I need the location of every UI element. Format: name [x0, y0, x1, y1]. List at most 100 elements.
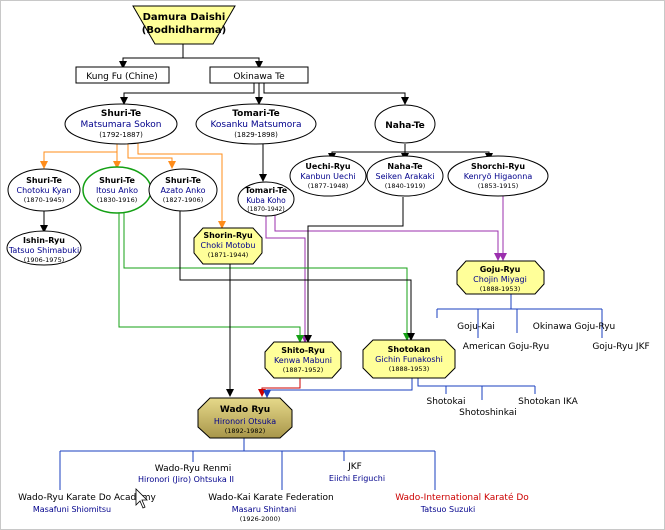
academy-name: Wado-Ryu Karate Do Academy [18, 493, 156, 503]
uechi-years: (1877-1948) [308, 182, 349, 190]
uechi-master: Kanbun Uechi [300, 172, 355, 181]
node-uechi-ryu: Uechi-Ryu Kanbun Uechi (1877-1948) [289, 155, 367, 197]
daishi-sub: (Bodhidharma) [142, 25, 226, 36]
chotoku-years: (1870-1945) [24, 196, 65, 204]
jkf-master: Eiichi Eriguchi [329, 474, 385, 483]
ishin-shape [6, 230, 82, 266]
itosu-name: Shuri-Te [99, 176, 135, 185]
kungfu-box [75, 66, 170, 84]
node-shotokan: Shotokan Gichin Funakoshi (1888-1953) [362, 339, 456, 379]
tomari-shape [195, 103, 317, 145]
node-shuri-itosu: Shuri-Te Itosu Anko (1830-1916) [82, 166, 152, 214]
chotoku-shape [7, 168, 81, 212]
kuba-name: Tomari-Te [245, 186, 288, 195]
goju-master: Chojin Miyagi [473, 275, 527, 284]
seiken-years: (1840-1919) [385, 182, 426, 190]
edge-itosu-shito [118, 212, 304, 343]
daishi-shape [132, 5, 236, 45]
node-tomari-kuba: Tomari-Te Kuba Koho (1870-1942) [237, 181, 295, 217]
goju-years: (1888-1953) [480, 285, 521, 293]
node-naha-te: Naha-Te [374, 104, 436, 144]
edge-shuri-shorin [137, 143, 226, 229]
edge-shuri-chotoku [40, 143, 118, 169]
azato-years: (1827-1906) [163, 196, 204, 204]
uechi-name: Uechi-Ryu [305, 162, 350, 171]
renmei-name: Wado-Ryu Renmi [155, 464, 231, 474]
node-shuri-te: Shuri-Te Matsumara Sokon (1792-1887) [64, 103, 178, 145]
kungfu-label: Kung Fu (Chine) [86, 72, 157, 82]
shotoshinkai-label: Shotoshinkai [459, 408, 517, 418]
node-tomari-te: Tomari-Te Kosanku Matsumora (1829-1898) [195, 103, 317, 145]
naha-name: Naha-Te [385, 121, 425, 131]
shotokan-years: (1888-1953) [389, 365, 430, 373]
shorchi-master: Kenryö Higaonna [464, 172, 533, 181]
wado-international: Wado-International Karaté Do Tatsuo Suzu… [395, 492, 529, 514]
international-master: Tatsuo Suzuki [420, 505, 476, 514]
node-shorin-ryu: Shorin-Ryu Choki Motobu (1871-1944) [193, 227, 263, 265]
goju-tree [436, 294, 603, 338]
mouse-cursor-icon [135, 488, 148, 509]
tomari-years: (1829-1898) [234, 131, 278, 139]
wado-name: Wado Ryu [220, 405, 270, 415]
wado-master: Hironori Otsuka [214, 417, 276, 426]
kuba-shape [237, 181, 295, 217]
okinawa-box [209, 66, 309, 84]
federation-master: Masaru Shintani [232, 505, 297, 514]
itosu-years: (1830-1916) [97, 196, 138, 204]
edge-daishi-okinawa [183, 57, 263, 69]
node-wado-ryu: Wado Ryu Hironori Otsuka (1892-1982) [197, 397, 293, 439]
kuba-years: (1870-1942) [247, 206, 284, 213]
shito-years: (1887-1952) [283, 366, 324, 374]
wado-jkf: JKF Eiichi Eriguchi [329, 462, 385, 483]
edge-okinawa-naha [263, 83, 409, 105]
shorin-name: Shorin-Ryu [203, 231, 253, 240]
shotokan-shape [362, 339, 456, 379]
shotokan-name: Shotokan [388, 345, 431, 354]
shorchi-shape [447, 155, 549, 197]
node-shuri-chotoku: Shuri-Te Chotoku Kyan (1870-1945) [7, 168, 81, 212]
okinawa-goju-label: Okinawa Goju-Ryu [533, 322, 615, 332]
kuba-master: Kuba Koho [246, 196, 286, 205]
node-goju-ryu: Goju-Ryu Chojin Miyagi (1888-1953) [456, 260, 545, 295]
node-okinawa: Okinawa Te [209, 66, 309, 84]
shito-shape [264, 341, 342, 379]
azato-name: Shuri-Te [165, 176, 201, 185]
ishin-years: (1906-1975) [24, 256, 65, 264]
goju-kai-label: Goju-Kai [457, 322, 495, 332]
node-damura-daishi: Damura Daishi (Bodhidharma) [132, 5, 236, 45]
chotoku-name: Shuri-Te [26, 176, 62, 185]
wado-federation: Wado-Kai Karate Federation Masaru Shinta… [208, 493, 333, 523]
shotokan-tree [417, 378, 536, 400]
shuri-shape [64, 103, 178, 145]
edge-shuri-azato [127, 143, 176, 169]
node-kungfu: Kung Fu (Chine) [75, 66, 170, 84]
wado-academy: Wado-Ryu Karate Do Academy Masafuni Shio… [18, 493, 156, 514]
node-shito-ryu: Shito-Ryu Kenwa Mabuni (1887-1952) [264, 341, 342, 379]
shotokan-ika-label: Shotokan IKA [518, 397, 578, 407]
shorchi-name: Shorchi-Ryu [471, 162, 525, 171]
shuri-years: (1792-1887) [99, 131, 143, 139]
chotoku-master: Chotoku Kyan [17, 186, 72, 195]
academy-master: Masafuni Shiomitsu [33, 505, 111, 514]
naha-shape [374, 104, 436, 144]
node-shuri-azato: Shuri-Te Azato Anko (1827-1906) [148, 168, 218, 212]
shorin-shape [193, 227, 263, 265]
wado-years: (1892-1982) [225, 427, 266, 435]
tomari-name: Tomari-Te [232, 109, 280, 119]
american-goju-label: American Goju-Ryu [463, 342, 549, 352]
node-naha-seiken: Naha-Te Seiken Arakaki (1840-1919) [366, 155, 444, 197]
shuri-name: Shuri-Te [101, 109, 141, 119]
shito-name: Shito-Ryu [281, 346, 325, 355]
connectors [40, 44, 603, 490]
seiken-shape [366, 155, 444, 197]
shorin-years: (1871-1944) [208, 251, 249, 259]
wado-tree [59, 437, 436, 490]
edge-itosu-shotokan [123, 212, 411, 341]
edge-shotokan-wado [263, 378, 413, 398]
okinawa-label: Okinawa Te [233, 72, 285, 82]
shuri-master: Matsumara Sokon [81, 120, 162, 130]
international-name: Wado-International Karaté Do [395, 492, 529, 503]
azato-shape [148, 168, 218, 212]
goju-jkf-label: Goju-Ryu JKF [592, 342, 649, 352]
